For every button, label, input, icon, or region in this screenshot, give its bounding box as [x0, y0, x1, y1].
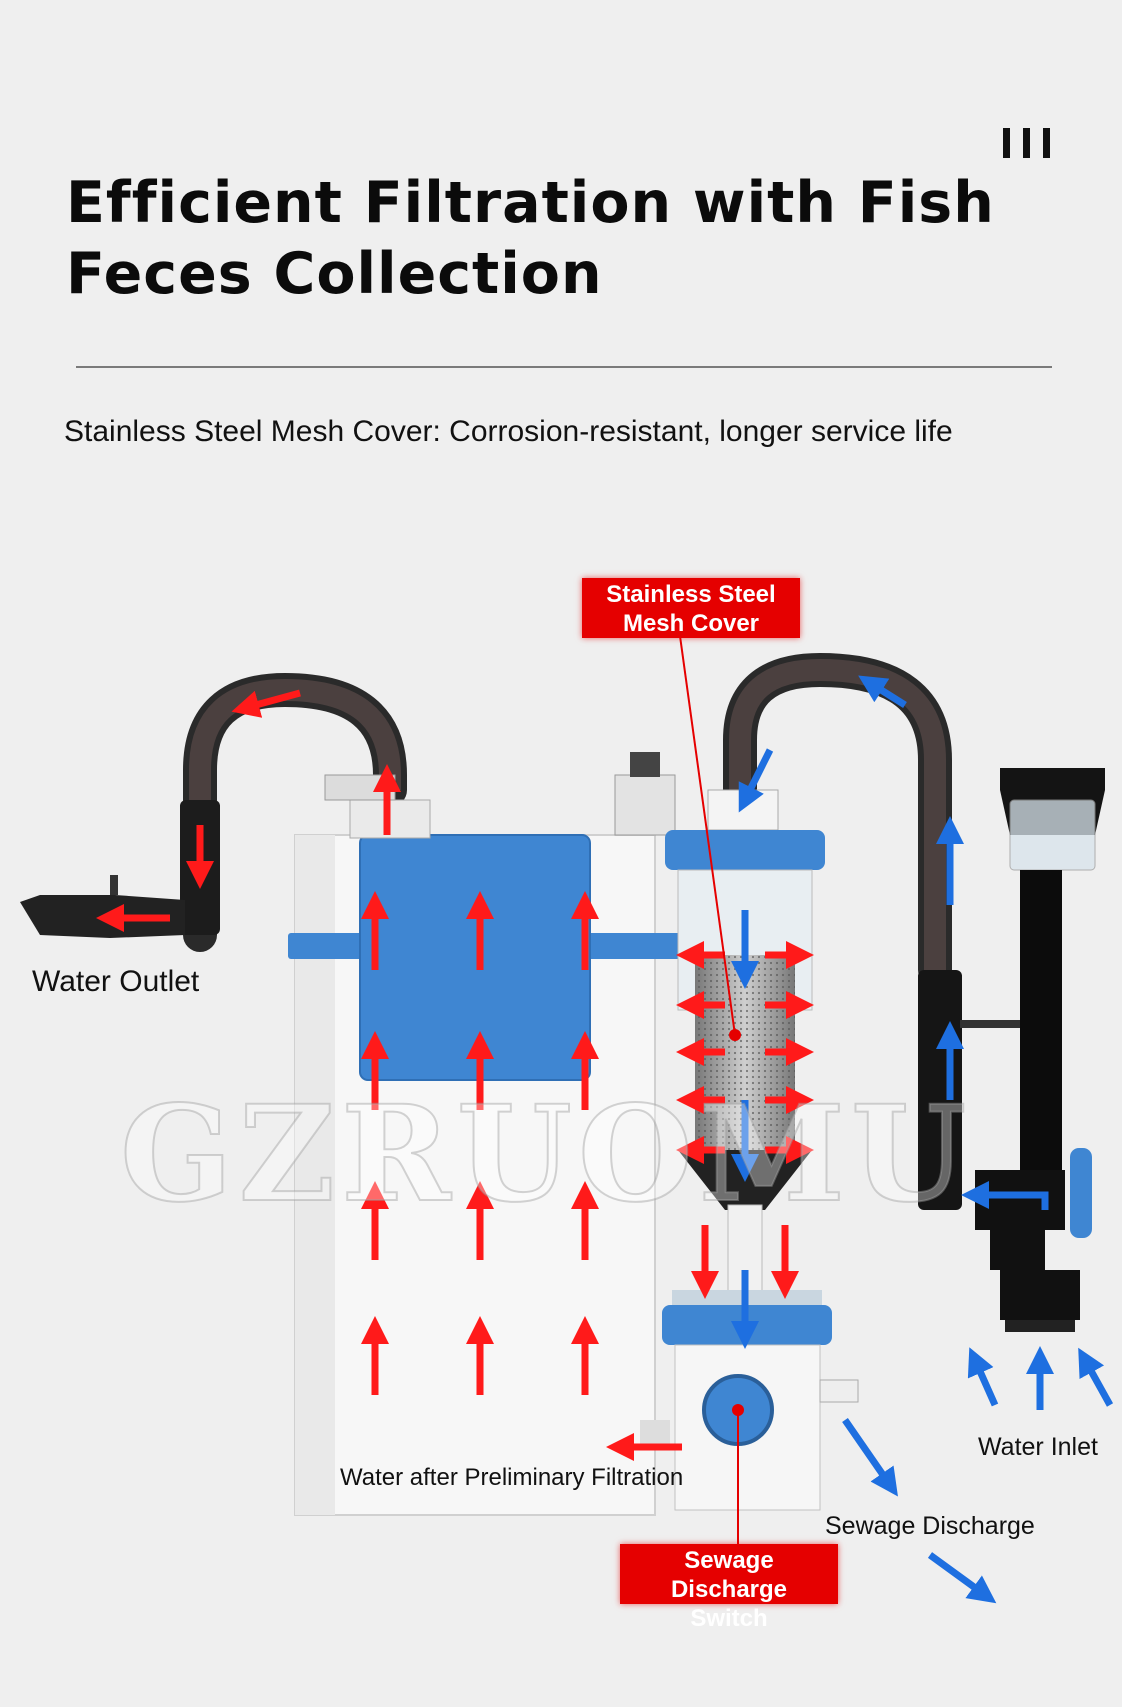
- menu-icon[interactable]: [1003, 128, 1051, 158]
- mesh-cover-callout: Stainless Steel Mesh Cover: [582, 578, 800, 638]
- sewage-arrow: [842, 1418, 898, 1497]
- outlet-arrow: [231, 689, 301, 718]
- page-subtitle: Stainless Steel Mesh Cover: Corrosion-re…: [64, 415, 953, 448]
- inlet-pump: [975, 768, 1105, 1332]
- blue-flow-arrows: [731, 675, 1114, 1604]
- title-divider: [76, 366, 1052, 368]
- sewage-arrow: [927, 1552, 997, 1604]
- inlet-arrow: [961, 1181, 1049, 1210]
- intake-arrow: [967, 1347, 999, 1407]
- watermark-text: GZRUOMU: [119, 1077, 973, 1232]
- inlet-arrow: [738, 748, 774, 813]
- sewage-switch-callout-line2: Switch: [690, 1605, 768, 1632]
- water-outlet-label: Water Outlet: [32, 965, 200, 998]
- page-title: Efficient Filtration with Fish Feces Col…: [66, 170, 995, 307]
- mesh-cover-callout-line2: Mesh Cover: [622, 610, 760, 637]
- water-inlet-label: Water Inlet: [978, 1433, 1098, 1461]
- filter-tank: [288, 752, 690, 1516]
- filtration-diagram: [20, 635, 1114, 1604]
- preliminary-filtration-label: Water after Preliminary Filtration: [340, 1464, 684, 1491]
- intake-arrow: [1078, 1347, 1114, 1407]
- sewage-switch-callout: Sewage Discharge Switch: [620, 1544, 838, 1632]
- sewage-discharge-label: Sewage Discharge: [825, 1512, 1035, 1540]
- red-flow-arrows: [96, 689, 814, 1461]
- mesh-cover-callout-line1: Stainless Steel: [606, 581, 776, 608]
- callout-lines: [679, 635, 741, 1546]
- sewage-switch-callout-line1: Sewage Discharge: [670, 1547, 788, 1603]
- inlet-arrow: [858, 675, 907, 708]
